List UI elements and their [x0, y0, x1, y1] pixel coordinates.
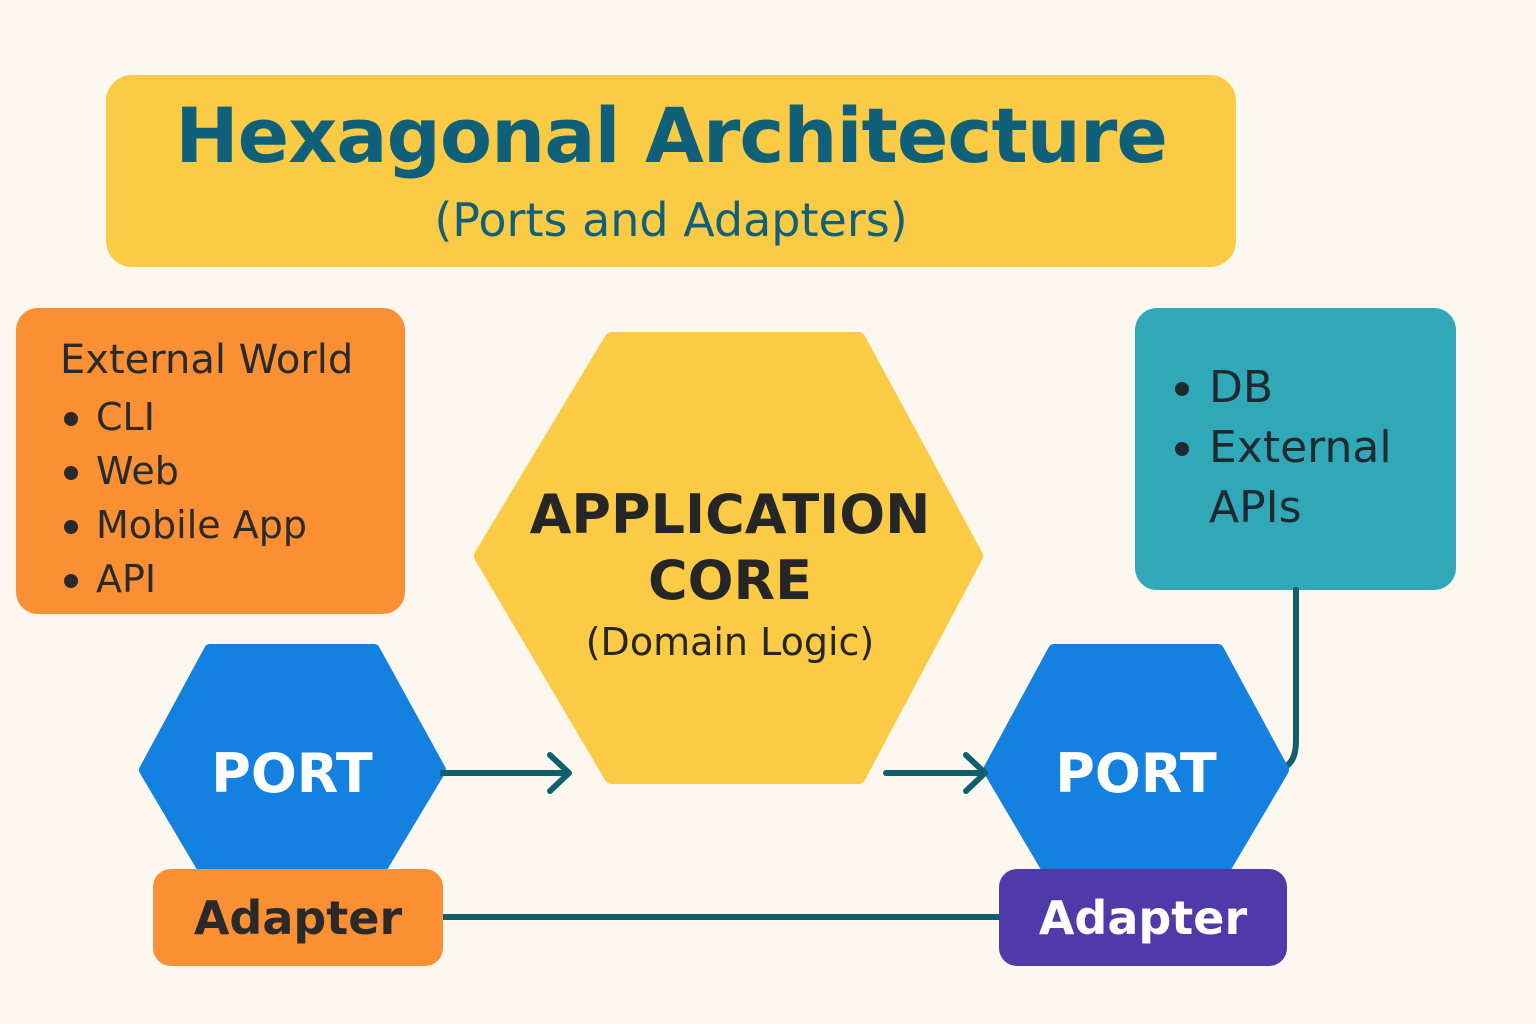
core-title-line2: CORE	[647, 549, 812, 612]
right-adapter: Adapter	[999, 869, 1287, 966]
external-item-mobile-app: Mobile App	[60, 498, 405, 552]
external-world-box: External World CLI Web Mobile App API	[16, 308, 405, 614]
right-port-label: PORT	[1055, 742, 1217, 805]
core-title-line1: APPLICATION	[529, 483, 931, 546]
external-item-web: Web	[60, 444, 405, 498]
arrow-port-to-core-head	[547, 752, 572, 794]
infra-item-external-apis: External APIs	[1175, 418, 1409, 538]
application-core-hexagon	[474, 332, 983, 784]
external-world-heading: External World	[60, 337, 354, 383]
application-core-title: APPLICATION CORE	[500, 482, 960, 614]
infrastructure-box: DB External APIs	[1135, 308, 1456, 590]
infrastructure-list: DB External APIs	[1175, 358, 1456, 538]
diagram-title: Hexagonal Architecture	[175, 91, 1168, 180]
external-item-api: API	[60, 552, 405, 606]
core-subtitle: (Domain Logic)	[585, 620, 875, 664]
arrow-core-to-port-head	[963, 752, 988, 794]
external-world-list: CLI Web Mobile App API	[60, 390, 405, 606]
diagram-subtitle: (Ports and Adapters)	[434, 193, 908, 247]
external-item-cli: CLI	[60, 390, 405, 444]
left-port-label: PORT	[211, 742, 373, 805]
infra-item-db: DB	[1175, 358, 1409, 418]
left-adapter: Adapter	[153, 869, 443, 966]
title-banner: Hexagonal Architecture (Ports and Adapte…	[106, 75, 1236, 267]
